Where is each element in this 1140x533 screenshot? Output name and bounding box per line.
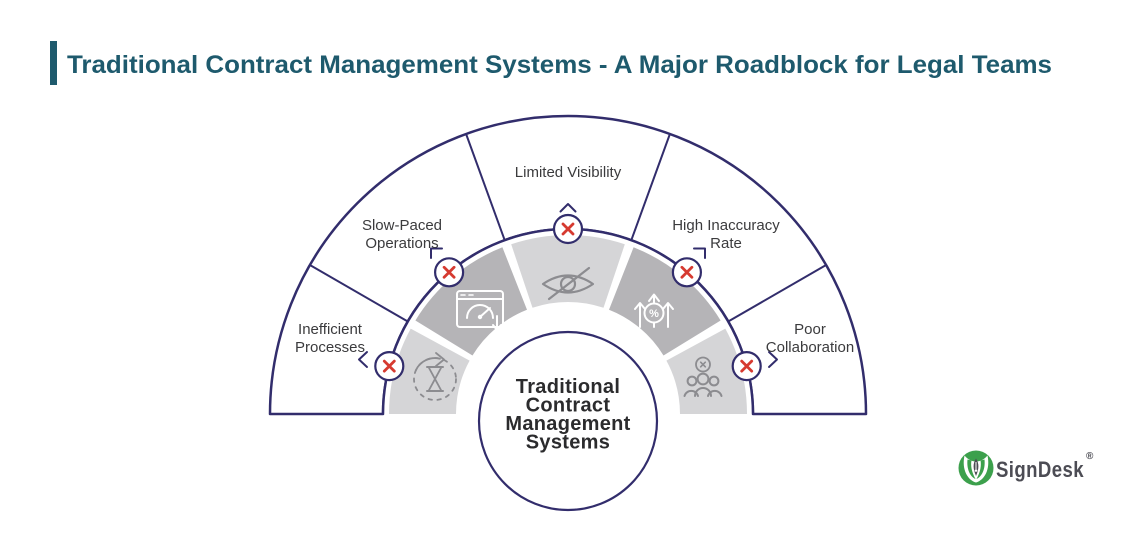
segment-labels: Inefficient Processes Slow-Paced Operati… bbox=[295, 164, 854, 356]
center-circle: Traditional Contract Management Systems bbox=[477, 330, 659, 512]
error-x-marker bbox=[374, 351, 405, 382]
error-x-marker bbox=[434, 257, 465, 288]
chevron-left-icon bbox=[358, 351, 368, 368]
segment-label: Limited Visibility bbox=[515, 164, 622, 181]
corner-bracket-icon bbox=[430, 247, 443, 259]
center-title-line: Traditional bbox=[516, 376, 620, 398]
chevron-up-icon bbox=[559, 203, 577, 213]
error-x-icon bbox=[561, 222, 575, 236]
speedometer-window-icon bbox=[456, 290, 504, 331]
chevron-right-icon bbox=[768, 351, 778, 368]
header: Traditional Contract Management Systems … bbox=[50, 41, 1052, 85]
segment-label: High Inaccuracy bbox=[672, 217, 780, 234]
segment-divider bbox=[465, 133, 506, 241]
segment-label: Poor bbox=[794, 321, 826, 338]
eye-slash-icon bbox=[541, 266, 595, 301]
error-x-icon bbox=[382, 359, 396, 373]
wedge-slow-paced-operations bbox=[415, 247, 527, 356]
marker-pointers bbox=[358, 203, 778, 368]
segment-dividers bbox=[309, 133, 827, 323]
center-title-line: Contract bbox=[526, 395, 611, 417]
segment-label: Operations bbox=[365, 235, 438, 252]
wedge-high-inaccuracy-rate bbox=[609, 247, 721, 356]
error-markers bbox=[374, 213, 762, 382]
rising-arrows-percent-icon: % bbox=[634, 293, 674, 328]
segment-label: Collaboration bbox=[766, 339, 854, 356]
signdesk-logo-text: SignDesk bbox=[996, 457, 1084, 482]
segment-label: Slow-Paced bbox=[362, 217, 442, 234]
segment-divider bbox=[727, 264, 827, 323]
segment-label: Inefficient bbox=[298, 321, 363, 338]
error-x-marker bbox=[671, 257, 703, 288]
signdesk-logo-icon bbox=[958, 450, 994, 486]
percent-glyph: % bbox=[649, 308, 659, 320]
error-x-icon bbox=[680, 265, 694, 279]
center-title-line: Systems bbox=[526, 432, 610, 454]
error-x-marker bbox=[552, 213, 584, 245]
segment-label: Rate bbox=[710, 235, 742, 252]
fan-diagram: % bbox=[268, 114, 868, 512]
page-title: Traditional Contract Management Systems … bbox=[67, 51, 1052, 79]
segment-label: Processes bbox=[295, 339, 365, 356]
error-x-marker bbox=[731, 351, 762, 382]
error-x-icon bbox=[442, 265, 456, 279]
center-title-line: Management bbox=[505, 413, 630, 435]
error-x-icon bbox=[740, 359, 754, 373]
wedge-inefficient-processes bbox=[389, 328, 470, 414]
signdesk-logo: SignDesk ® bbox=[958, 450, 1094, 486]
title-accent-bar bbox=[50, 41, 57, 85]
segment-divider bbox=[630, 133, 671, 241]
group-blocked-icon bbox=[683, 356, 723, 397]
registered-trademark: ® bbox=[1086, 451, 1094, 462]
hourglass-refresh-icon bbox=[413, 352, 457, 401]
segment-divider bbox=[309, 264, 409, 323]
wedge-limited-visibility bbox=[511, 235, 625, 308]
corner-bracket-icon bbox=[693, 247, 706, 259]
